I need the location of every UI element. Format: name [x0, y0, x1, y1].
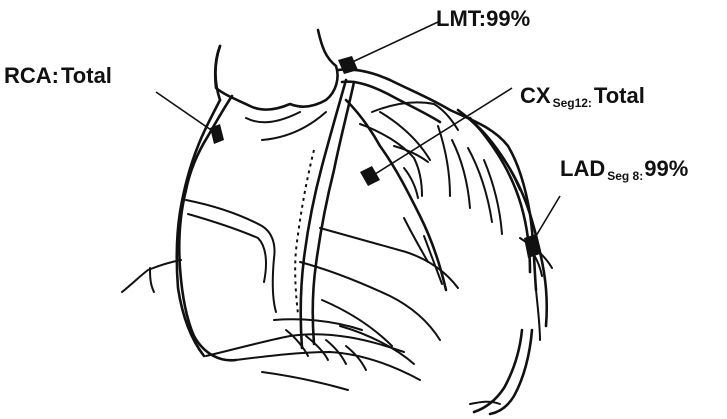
rca-leader-line: [156, 92, 214, 132]
cx-lesion: [360, 166, 380, 186]
rca-label: RCA:Total: [4, 63, 112, 88]
lmt-leader-line: [348, 22, 438, 64]
heart-outline: [215, 30, 337, 140]
lad-leader-line: [530, 196, 560, 246]
lad-vessel: [295, 56, 552, 348]
lmt-label: LMT:99%: [436, 6, 530, 31]
lmt-lesion: [338, 56, 358, 74]
